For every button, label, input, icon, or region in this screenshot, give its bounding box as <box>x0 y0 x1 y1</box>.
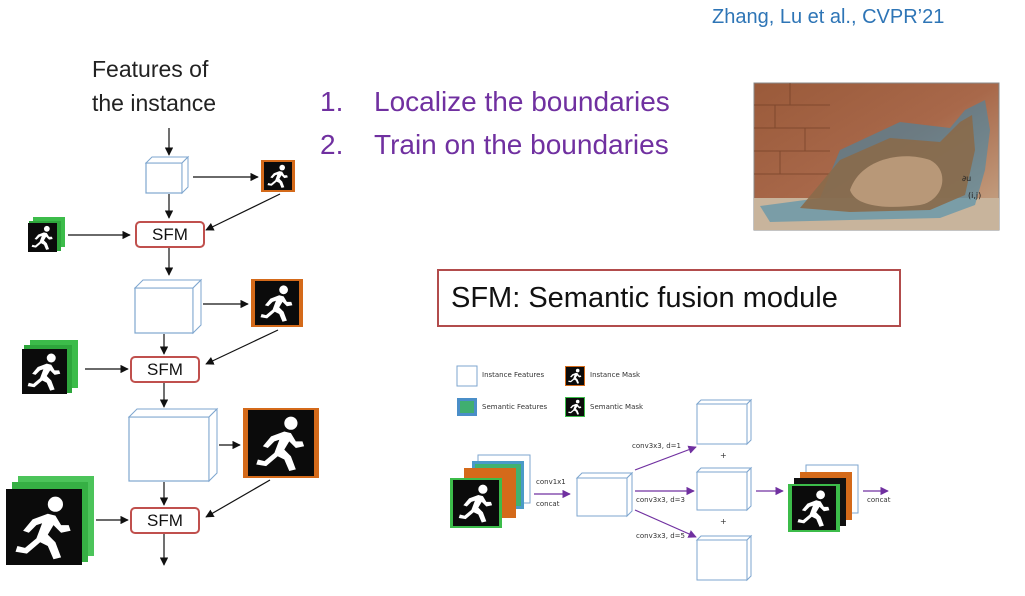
semantic-runner-icon <box>28 217 65 252</box>
legend-semantic-mask: Semantic Mask <box>590 403 644 411</box>
instance-features-swatch <box>456 365 478 387</box>
step-item: 2. Train on the boundaries <box>320 123 670 166</box>
arrow <box>205 329 279 365</box>
step-text: Localize the boundaries <box>374 86 670 117</box>
legend-semantic-features: Semantic Features <box>482 403 548 411</box>
runner-mask-icon <box>251 279 303 327</box>
step-number: 1. <box>320 86 344 117</box>
legend-instance-mask: Instance Mask <box>590 371 641 379</box>
plus-top: + <box>720 451 727 460</box>
step-text: Train on the boundaries <box>374 129 669 160</box>
conv-d3-label: conv3x3, d=3 <box>636 496 685 504</box>
cat-photo: ∂u (i,j) <box>753 82 1000 231</box>
features-label-line2: the instance <box>92 90 217 116</box>
module-legend: Instance Features Instance Mask Semantic… <box>456 365 644 417</box>
module-output-stack <box>788 464 859 532</box>
conv-d1-label: conv3x3, d=1 <box>632 442 681 450</box>
sfm-box-3: SFM <box>130 507 200 534</box>
semantic-runner-icon <box>6 476 94 565</box>
features-label: Features of the instance <box>92 52 216 120</box>
instance-feature-block-2 <box>133 278 203 335</box>
features-label-line1: Features of <box>92 56 209 82</box>
step-item: 1. Localize the boundaries <box>320 80 670 123</box>
conv1x1-label: conv1x1 <box>536 478 566 486</box>
steps-list: 1. Localize the boundaries 2. Train on the… <box>320 80 670 166</box>
dilated-block-d5 <box>695 534 753 582</box>
sfm-box-1: SFM <box>135 221 205 248</box>
conv-d5-label: conv3x3, d=5 <box>636 532 685 540</box>
arrow <box>634 445 697 471</box>
concat-out-label: concat <box>867 496 891 504</box>
arrow <box>205 479 271 518</box>
module-input-stack <box>450 454 531 528</box>
concat-in-label: concat <box>536 500 560 508</box>
instance-feature-block-3 <box>127 407 219 483</box>
semantic-runner-icon <box>22 340 78 394</box>
dilated-block-d3 <box>695 466 753 512</box>
arrow <box>205 193 281 231</box>
legend-instance-features: Instance Features <box>482 371 544 379</box>
arrow <box>634 509 697 538</box>
instance-feature-block-1 <box>144 155 190 195</box>
sfm-definition-box: SFM: Semantic fusion module <box>437 269 901 327</box>
plus-bottom: + <box>720 517 727 526</box>
dilated-block-d1 <box>695 398 753 446</box>
citation: Zhang, Lu et al., CVPR’21 <box>712 6 945 28</box>
step-number: 2. <box>320 129 344 160</box>
photo-coord-label: (i,j) <box>968 191 981 200</box>
photo-partial-label: ∂u <box>962 174 971 183</box>
runner-mask-icon <box>243 408 319 478</box>
fused-feature-block <box>575 471 634 518</box>
runner-mask-icon <box>261 160 295 192</box>
sfm-box-2: SFM <box>130 356 200 383</box>
